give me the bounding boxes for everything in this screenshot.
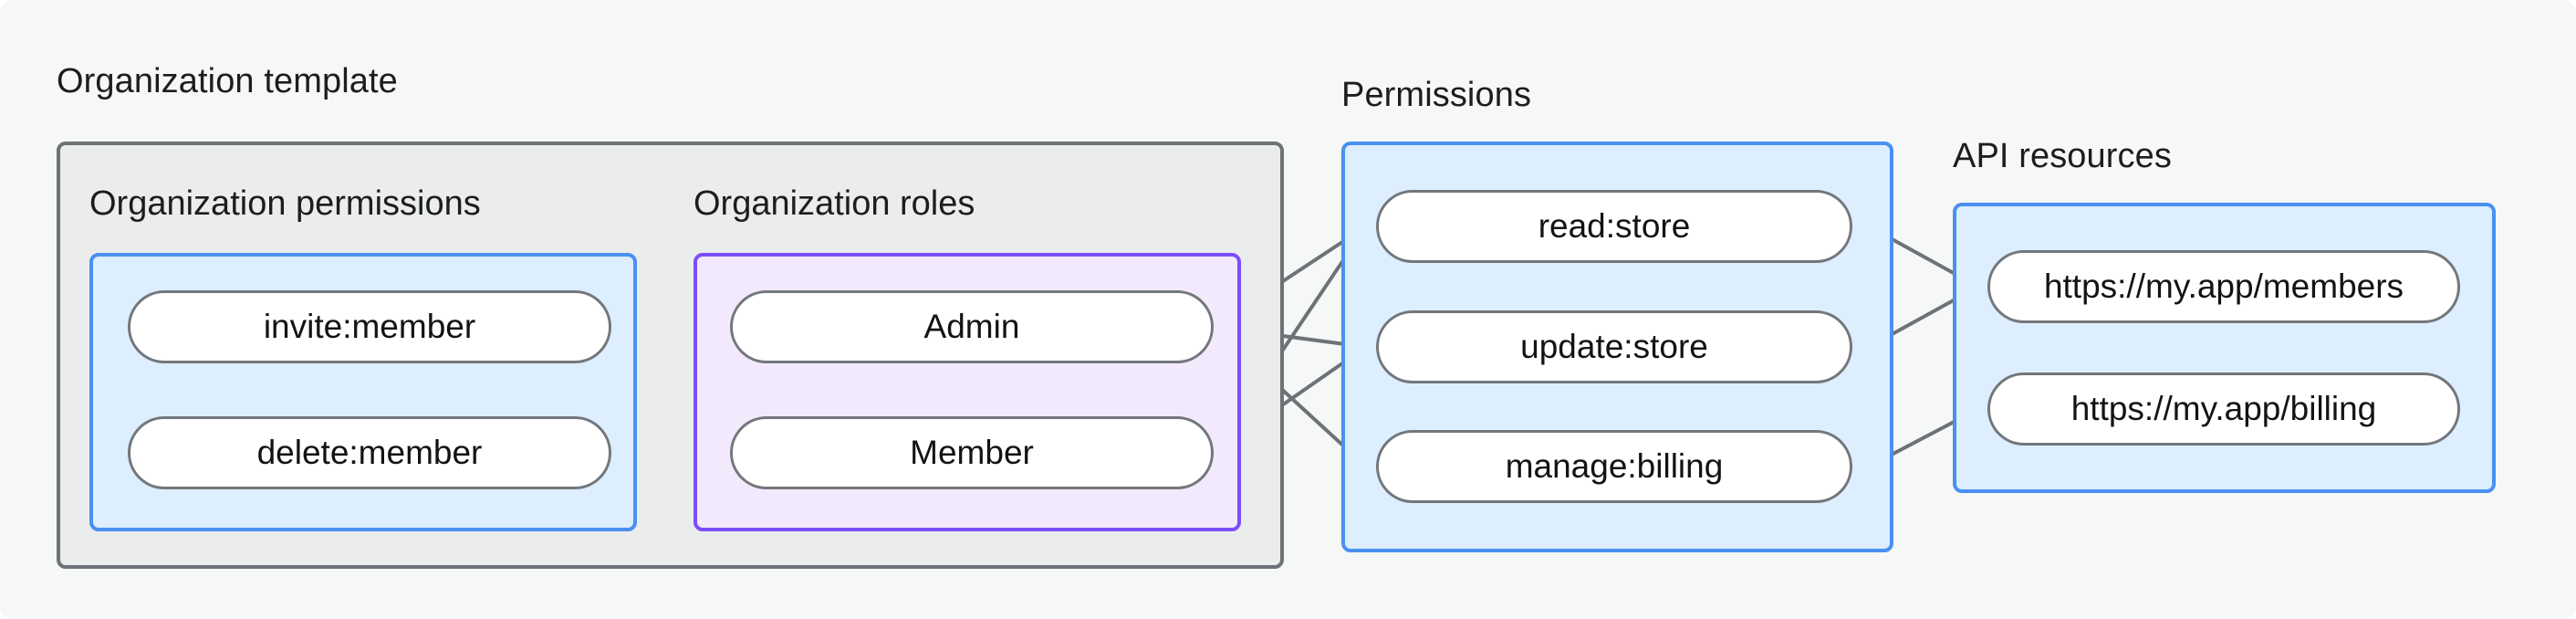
group-label-organization-template: Organization template — [57, 62, 398, 100]
node-delete-member[interactable]: delete:member — [128, 416, 611, 489]
node-invite-member[interactable]: invite:member — [128, 290, 611, 363]
node-admin[interactable]: Admin — [730, 290, 1214, 363]
group-api-resources — [1953, 203, 2496, 493]
node-billing-resource[interactable]: https://my.app/billing — [1987, 372, 2460, 446]
group-label-permissions: Permissions — [1341, 76, 1532, 114]
node-label: invite:member — [263, 308, 476, 345]
node-label: Member — [910, 434, 1034, 471]
node-read-store[interactable]: read:store — [1376, 190, 1852, 263]
node-label: https://my.app/billing — [2070, 390, 2377, 427]
node-update-store[interactable]: update:store — [1376, 310, 1852, 383]
node-label: update:store — [1520, 328, 1708, 365]
node-manage-billing[interactable]: manage:billing — [1376, 430, 1852, 503]
node-label: read:store — [1538, 207, 1691, 245]
subgroup-label-organization-roles: Organization roles — [694, 184, 975, 223]
node-label: https://my.app/members — [2043, 268, 2404, 305]
group-label-api-resources: API resources — [1953, 137, 2172, 175]
subgroup-label-organization-permissions: Organization permissions — [89, 184, 481, 223]
node-label: manage:billing — [1505, 447, 1724, 485]
node-member[interactable]: Member — [730, 416, 1214, 489]
node-members-resource[interactable]: https://my.app/members — [1987, 250, 2460, 323]
node-label: Admin — [923, 308, 1020, 345]
node-label: delete:member — [256, 434, 483, 471]
